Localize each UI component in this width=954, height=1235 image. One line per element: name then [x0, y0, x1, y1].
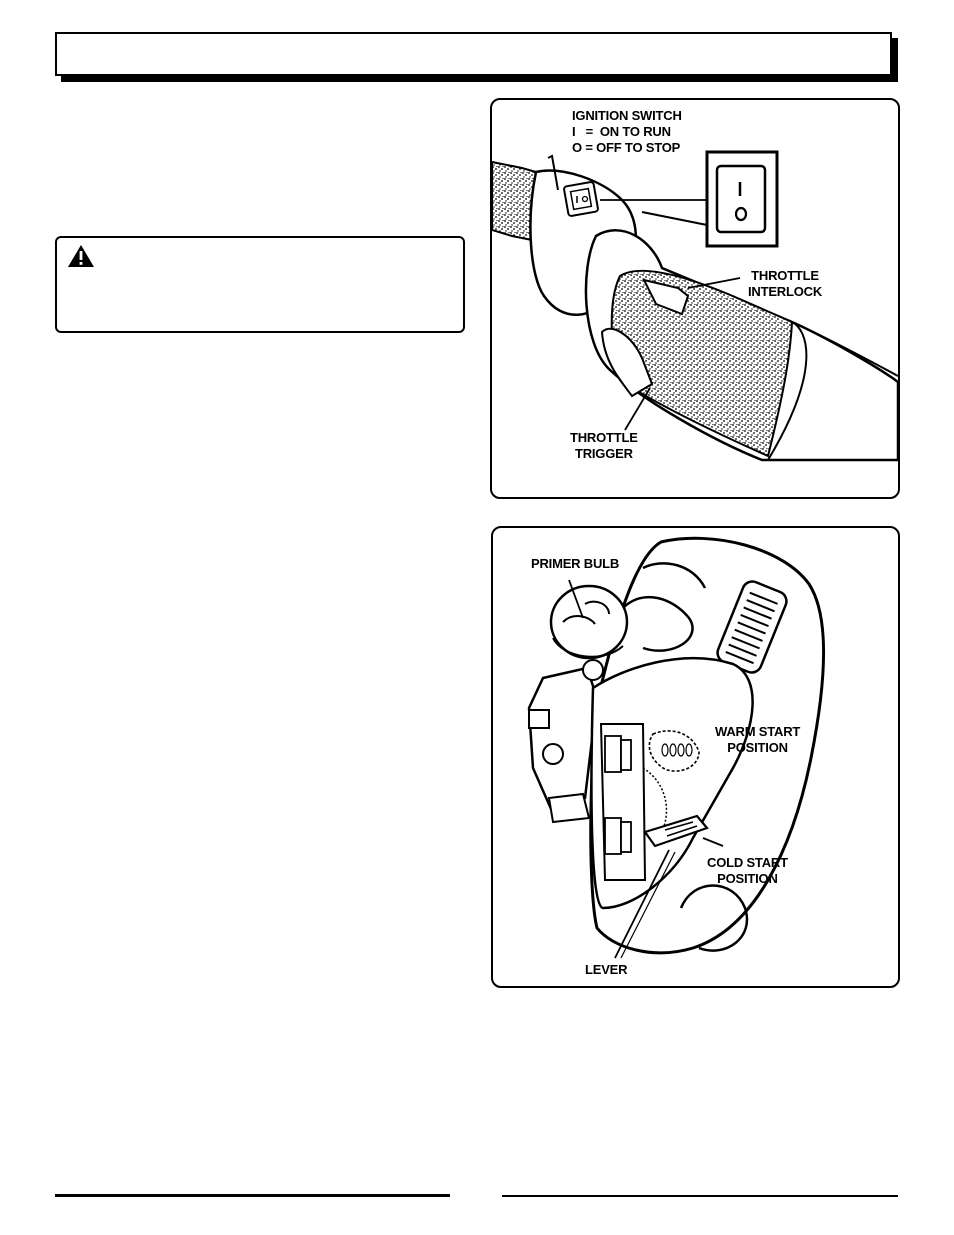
warm-start-line1: WARM START — [715, 724, 801, 739]
warm-start-callout: WARM START POSITION — [715, 724, 800, 756]
handle-illustration — [492, 150, 898, 462]
warm-start-line2: POSITION — [727, 740, 788, 755]
throttle-interlock-line2: INTERLOCK — [748, 284, 823, 299]
lever-callout: LEVER — [585, 962, 628, 977]
throttle-interlock-callout: THROTTLE INTERLOCK — [748, 268, 822, 300]
footer-rule-right — [502, 1195, 898, 1197]
cold-start-callout: COLD START POSITION — [707, 855, 788, 887]
warning-box — [55, 236, 465, 333]
ignition-title: IGNITION SWITCH — [572, 108, 682, 123]
primer-bulb-callout: PRIMER BULB — [531, 556, 620, 571]
throttle-trigger-line2: TRIGGER — [574, 446, 633, 461]
ignition-switch-callout: IGNITION SWITCH I = ON TO RUN O = OFF TO… — [572, 108, 682, 156]
footer-rule-left — [55, 1194, 450, 1197]
warning-triangle-icon — [68, 245, 94, 267]
cold-start-line2: POSITION — [717, 871, 778, 886]
figure-ignition-throttle: IGNITION SWITCH I = ON TO RUN O = OFF TO… — [490, 98, 900, 499]
throttle-interlock-line1: THROTTLE — [751, 268, 819, 283]
ignition-off: O = OFF TO STOP — [572, 140, 681, 155]
figure-primer-choke: PRIMER BULB WARM START POSITION COLD STA… — [491, 526, 900, 988]
engine-illustration — [527, 536, 825, 959]
throttle-trigger-callout: THROTTLE TRIGGER — [570, 430, 638, 462]
page-header-bar — [55, 32, 892, 76]
cold-start-line1: COLD START — [707, 855, 788, 870]
ignition-on: I = ON TO RUN — [572, 124, 671, 139]
throttle-trigger-line1: THROTTLE — [570, 430, 638, 445]
